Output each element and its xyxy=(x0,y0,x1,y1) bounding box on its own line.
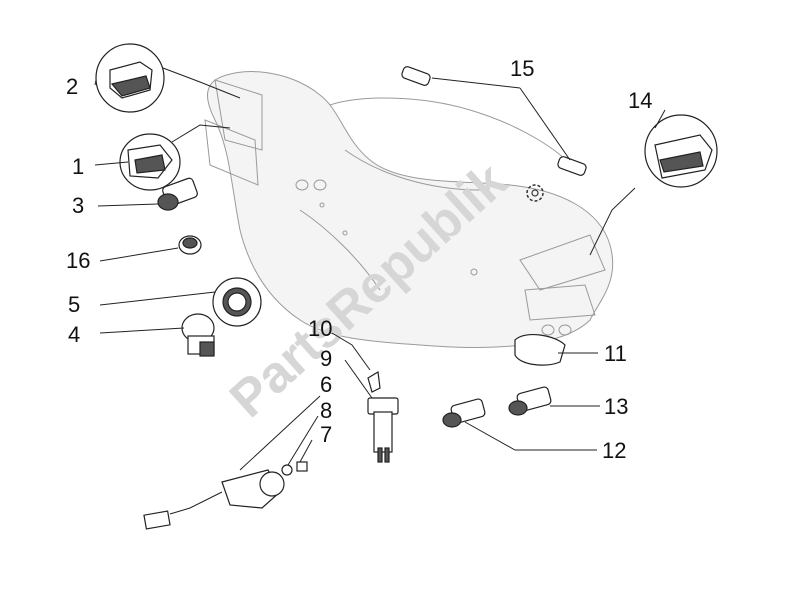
gear-icon xyxy=(526,184,544,202)
callout-13: 13 xyxy=(604,394,628,419)
handlebar-cover-outline xyxy=(204,71,614,348)
callout-15: 15 xyxy=(510,56,534,81)
part-16-cap xyxy=(178,235,202,255)
part-6-switch-assembly xyxy=(143,461,308,530)
callout-11: 11 xyxy=(604,341,627,366)
part-9-10-stop-switch xyxy=(367,371,399,463)
part-5-ring xyxy=(212,277,262,327)
part-1-switch xyxy=(119,133,181,191)
part-2-switch xyxy=(95,43,165,113)
part-3-button xyxy=(157,177,198,211)
part-15-bulbs xyxy=(401,66,587,176)
part-13-socket xyxy=(508,386,552,416)
callout-16: 16 xyxy=(66,248,90,273)
callout-14: 14 xyxy=(628,88,652,113)
part-12-socket xyxy=(442,398,486,428)
callout-2: 2 xyxy=(66,74,78,99)
part-4-lock xyxy=(181,313,215,357)
callout-8: 8 xyxy=(320,398,332,423)
callout-3: 3 xyxy=(72,193,84,218)
part-14-switch xyxy=(644,114,718,188)
callout-7: 7 xyxy=(320,422,332,447)
callout-4: 4 xyxy=(68,322,80,347)
callout-5: 5 xyxy=(68,292,80,317)
leader-lines xyxy=(94,67,666,471)
callout-1: 1 xyxy=(72,154,84,179)
part-11-cover xyxy=(514,333,566,366)
callout-6: 6 xyxy=(320,372,332,397)
callout-10: 10 xyxy=(308,316,332,341)
callout-12: 12 xyxy=(602,438,626,463)
callout-9: 9 xyxy=(320,346,332,371)
